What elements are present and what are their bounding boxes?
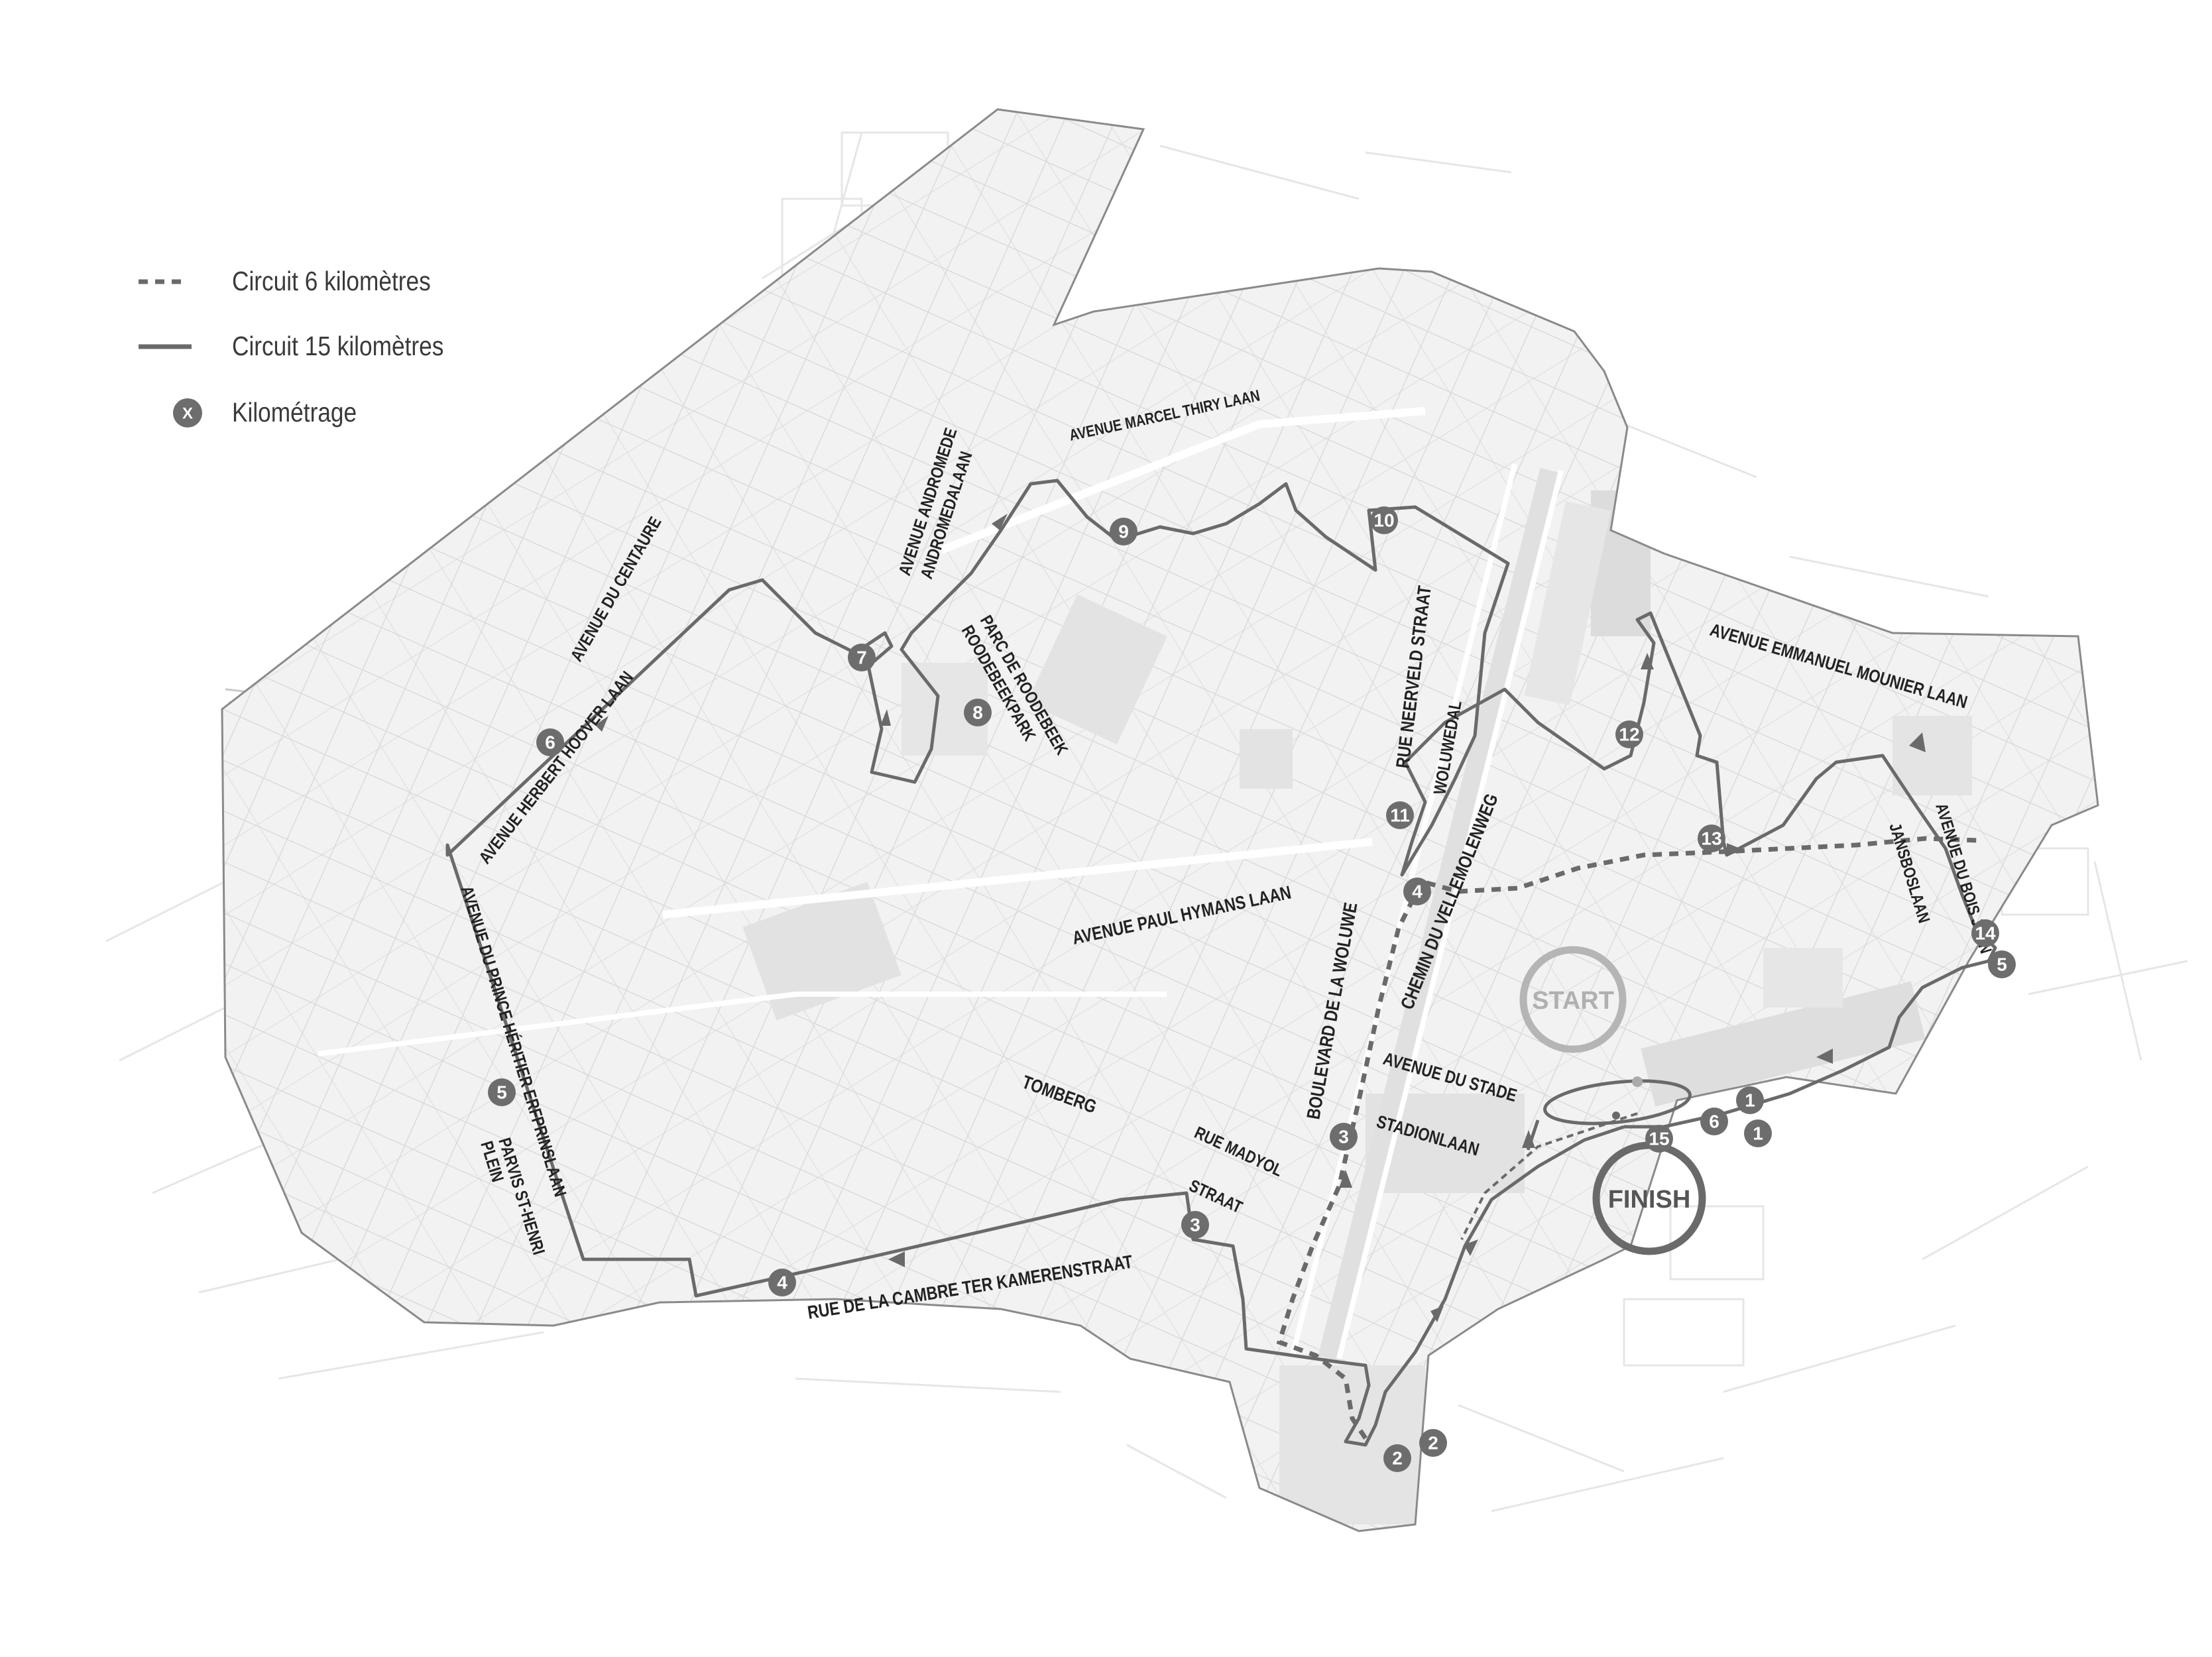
arrow-icon	[1339, 1170, 1352, 1188]
svg-text:15: 15	[1649, 1129, 1669, 1149]
svg-text:6: 6	[1709, 1112, 1719, 1132]
map-legend: Circuit 6 kilomètres Circuit 15 kilomètr…	[136, 262, 547, 441]
km-marker-15-10: 10	[1370, 506, 1398, 534]
arrow-icon	[1727, 843, 1743, 856]
arrow-icon	[1430, 1306, 1444, 1322]
direction-arrows	[595, 514, 1926, 1322]
commune-boundary	[221, 108, 2099, 1532]
km-marker-15-2: 2	[1383, 1444, 1411, 1472]
arrow-icon	[1522, 1130, 1535, 1148]
dashed-line-icon	[139, 279, 188, 284]
svg-text:7: 7	[856, 648, 867, 668]
km-marker-15-15: 15	[1645, 1125, 1673, 1153]
svg-text:4: 4	[777, 1273, 787, 1293]
svg-text:3: 3	[1190, 1215, 1200, 1235]
km-marker-6-2: 2	[1419, 1429, 1447, 1457]
svg-text:3: 3	[1338, 1127, 1349, 1147]
km-marker-15-11: 11	[1386, 801, 1414, 829]
svg-text:5: 5	[496, 1082, 507, 1103]
start-marker: START	[1519, 946, 1627, 1053]
legend-label-marker: Kilométrage	[232, 397, 357, 428]
km-marker-icon: X	[173, 398, 202, 428]
svg-text:2: 2	[1392, 1448, 1403, 1469]
km-marker-15-12: 12	[1615, 720, 1643, 748]
arrow-icon	[888, 1251, 905, 1267]
svg-text:1: 1	[1753, 1123, 1763, 1144]
km-marker-6-3: 3	[1330, 1123, 1358, 1151]
km-marker-15-8: 8	[964, 699, 992, 726]
km-markers-6km: 1 2 3 4 5 6	[1330, 878, 2016, 1457]
arrow-icon	[595, 716, 609, 732]
svg-text:4: 4	[1412, 882, 1423, 902]
svg-text:2: 2	[1428, 1433, 1438, 1454]
legend-row-marker: X Kilométrage	[136, 393, 547, 433]
svg-text:14: 14	[1975, 923, 1996, 944]
km-marker-6-1: 1	[1744, 1119, 1772, 1147]
svg-text:1: 1	[1745, 1090, 1755, 1111]
km-marker-15-5: 5	[488, 1078, 516, 1106]
svg-text:13: 13	[1701, 828, 1721, 849]
km-marker-15-14: 14	[1971, 919, 1999, 947]
km-marker-15-13: 13	[1698, 825, 1725, 852]
legend-label-6km: Circuit 6 kilomètres	[232, 266, 431, 296]
svg-text:10: 10	[1373, 510, 1394, 531]
street-grid	[222, 109, 2098, 1531]
arrow-icon	[1816, 1049, 1833, 1064]
arrow-icon	[1909, 732, 1926, 752]
km-marker-6-4: 4	[1403, 878, 1431, 905]
arrow-icon	[1641, 653, 1654, 669]
arrow-icon	[992, 514, 1008, 530]
solid-line-icon	[139, 344, 192, 349]
svg-text:9: 9	[1118, 522, 1129, 542]
start-label: START	[1532, 987, 1614, 1015]
start-finish-loop	[1543, 1079, 1692, 1125]
km-marker-15-7: 7	[848, 644, 876, 671]
legend-row-6km: Circuit 6 kilomètres	[136, 262, 547, 302]
km-marker-6-6: 6	[1700, 1108, 1728, 1135]
km-marker-15-4: 4	[768, 1269, 796, 1296]
km-marker-15-3: 3	[1181, 1211, 1209, 1239]
arrow-icon	[880, 709, 891, 726]
km-markers-15km: 1 2 3 4 5 6 7 8 9 10 11 12 13 14 15	[488, 506, 1999, 1472]
km-marker-15-1: 1	[1736, 1086, 1764, 1114]
svg-text:8: 8	[972, 703, 983, 723]
km-marker-6-5: 5	[1988, 950, 2016, 978]
km-marker-15-9: 9	[1110, 518, 1137, 545]
km-marker-15-6: 6	[536, 728, 564, 756]
arrow-icon	[1464, 1239, 1478, 1256]
svg-text:6: 6	[545, 732, 555, 753]
route-15km	[445, 479, 1997, 1447]
legend-row-15km: Circuit 15 kilomètres	[136, 327, 547, 367]
svg-text:11: 11	[1390, 805, 1410, 826]
legend-label-15km: Circuit 15 kilomètres	[232, 331, 444, 361]
finish-label: FINISH	[1608, 1186, 1691, 1214]
svg-text:5: 5	[1997, 954, 2007, 975]
legend-marker-text: X	[182, 405, 193, 423]
svg-text:12: 12	[1619, 724, 1639, 745]
